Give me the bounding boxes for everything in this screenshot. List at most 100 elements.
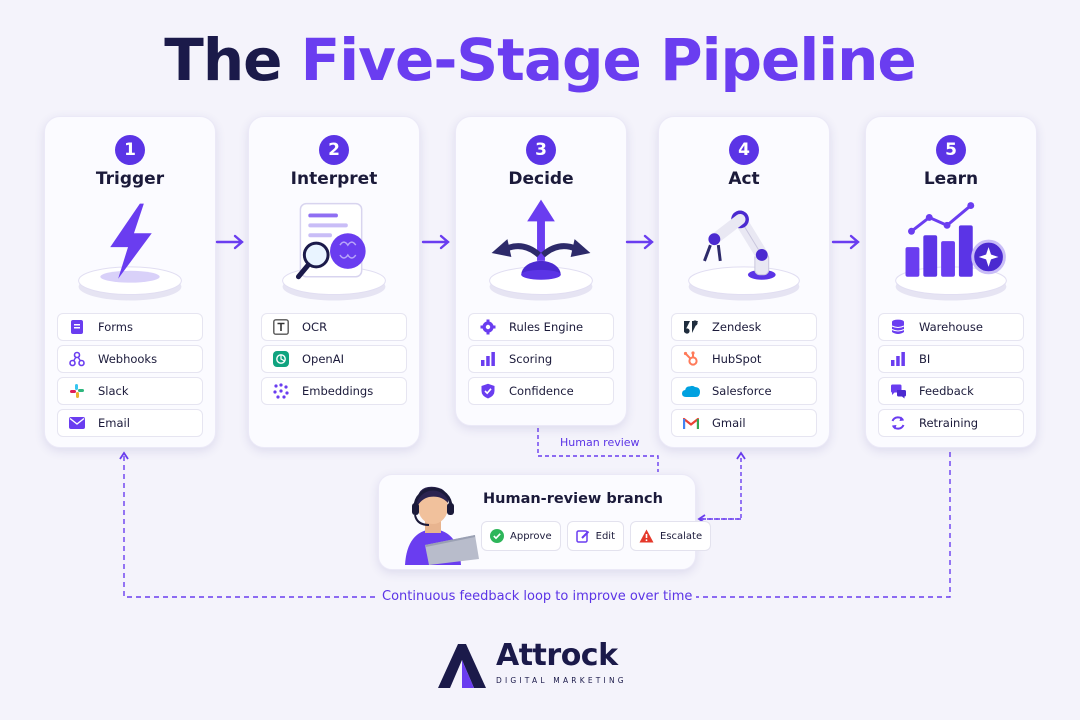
item-label: Warehouse <box>919 320 983 334</box>
webhook-icon <box>68 350 86 368</box>
email-icon <box>68 414 86 432</box>
item-label: Forms <box>98 320 133 334</box>
human-review-branch: Human-review branch Approve Edit Escalat… <box>378 474 712 570</box>
zendesk-icon <box>682 318 700 336</box>
lightning-icon <box>78 203 182 301</box>
stage-number: 3 <box>526 135 556 165</box>
item-label: Embeddings <box>302 384 374 398</box>
bar-chart-icon <box>479 350 497 368</box>
item-label: Retraining <box>919 416 979 430</box>
title-part-1: The <box>164 26 282 94</box>
arrow-right-icon <box>625 234 654 250</box>
chat-bubbles-icon <box>889 382 907 400</box>
item-label: Email <box>98 416 130 430</box>
slack-icon <box>68 382 86 400</box>
stage-number: 4 <box>729 135 759 165</box>
check-circle-icon <box>490 529 504 543</box>
stage-card-learn: 5 Learn Warehouse BI Feedback Retrain <box>865 116 1037 448</box>
list-item-salesforce[interactable]: Salesforce <box>671 377 817 405</box>
list-item-rules-engine[interactable]: Rules Engine <box>468 313 614 341</box>
stage-number: 5 <box>936 135 966 165</box>
gear-icon <box>479 318 497 336</box>
stage-number: 2 <box>319 135 349 165</box>
stage-card-decide: 3 Decide Rules Engine Scoring Confidence <box>455 116 627 426</box>
branching-arrows-icon <box>489 199 593 301</box>
edit-button[interactable]: Edit <box>566 521 624 551</box>
attrock-logo: Attrock DIGITAL MARKETING <box>434 636 634 692</box>
stage-card-act: 4 Act Zendesk HubSpot Salesforce Gmail <box>658 116 830 448</box>
list-item-openai[interactable]: OpenAI <box>261 345 407 373</box>
gmail-icon <box>682 414 700 432</box>
list-item-hubspot[interactable]: HubSpot <box>671 345 817 373</box>
edit-pencil-icon <box>575 530 589 543</box>
support-agent-icon <box>405 486 479 565</box>
text-t-icon <box>272 318 290 336</box>
document-brain-icon <box>282 202 386 301</box>
list-item-email[interactable]: Email <box>57 409 203 437</box>
dots-grid-icon <box>272 382 290 400</box>
hubspot-icon <box>682 350 700 368</box>
item-label: Gmail <box>712 416 746 430</box>
growth-chart-icon <box>895 202 1007 301</box>
logo-name: Attrock <box>496 638 618 673</box>
title-part-2: Five-Stage Pipeline <box>300 26 917 94</box>
human-review-label: Human review <box>560 436 640 449</box>
list-item-bi[interactable]: BI <box>878 345 1024 373</box>
openai-icon <box>272 350 290 368</box>
form-icon <box>68 318 86 336</box>
list-item-webhooks[interactable]: Webhooks <box>57 345 203 373</box>
item-label: Zendesk <box>712 320 762 334</box>
list-item-embeddings[interactable]: Embeddings <box>261 377 407 405</box>
item-label: OCR <box>302 320 328 334</box>
escalate-button[interactable]: Escalate <box>630 521 712 551</box>
arrow-right-icon <box>421 234 450 250</box>
item-label: Rules Engine <box>509 320 584 334</box>
item-label: Scoring <box>509 352 553 366</box>
list-item-scoring[interactable]: Scoring <box>468 345 614 373</box>
list-item-feedback[interactable]: Feedback <box>878 377 1024 405</box>
item-label: OpenAI <box>302 352 344 366</box>
attrock-logo-mark-icon <box>438 644 486 688</box>
refresh-icon <box>889 414 907 432</box>
list-item-retraining[interactable]: Retraining <box>878 409 1024 437</box>
approve-label: Approve <box>510 530 552 542</box>
list-item-gmail[interactable]: Gmail <box>671 409 817 437</box>
list-item-zendesk[interactable]: Zendesk <box>671 313 817 341</box>
human-review-connector <box>537 428 659 472</box>
arrow-right-icon <box>215 234 244 250</box>
shield-check-icon <box>479 382 497 400</box>
item-label: Slack <box>98 384 129 398</box>
list-item-slack[interactable]: Slack <box>57 377 203 405</box>
item-label: Feedback <box>919 384 974 398</box>
approve-button[interactable]: Approve <box>481 521 561 551</box>
list-item-warehouse[interactable]: Warehouse <box>878 313 1024 341</box>
arrow-right-icon <box>831 234 860 250</box>
stage-title: Decide <box>508 169 574 189</box>
edit-label: Edit <box>595 530 615 542</box>
item-label: Salesforce <box>712 384 772 398</box>
list-item-forms[interactable]: Forms <box>57 313 203 341</box>
stage-title: Act <box>728 169 760 189</box>
stage-title: Trigger <box>95 169 165 189</box>
list-item-confidence[interactable]: Confidence <box>468 377 614 405</box>
database-icon <box>889 318 907 336</box>
stage-title: Learn <box>923 169 979 189</box>
stage-number: 1 <box>115 135 145 165</box>
item-label: HubSpot <box>712 352 762 366</box>
salesforce-cloud-icon <box>682 382 700 400</box>
logo-tagline: DIGITAL MARKETING <box>496 676 627 685</box>
bar-chart-icon <box>889 350 907 368</box>
branch-title: Human-review branch <box>483 491 663 507</box>
stage-card-interpret: 2 Interpret OCR OpenAI Embeddings <box>248 116 420 448</box>
page-title: The Five-Stage Pipeline <box>0 26 1080 94</box>
item-label: Confidence <box>509 384 574 398</box>
robot-arm-icon <box>688 210 800 301</box>
list-item-ocr[interactable]: OCR <box>261 313 407 341</box>
feedback-loop-label: Continuous feedback loop to improve over… <box>378 589 697 604</box>
warning-icon <box>639 529 654 543</box>
item-label: Webhooks <box>98 352 158 366</box>
escalate-label: Escalate <box>660 530 703 542</box>
item-label: BI <box>919 352 931 366</box>
stage-card-trigger: 1 Trigger Forms Webhooks Slack Email <box>44 116 216 448</box>
branch-to-act-connector <box>700 451 746 520</box>
